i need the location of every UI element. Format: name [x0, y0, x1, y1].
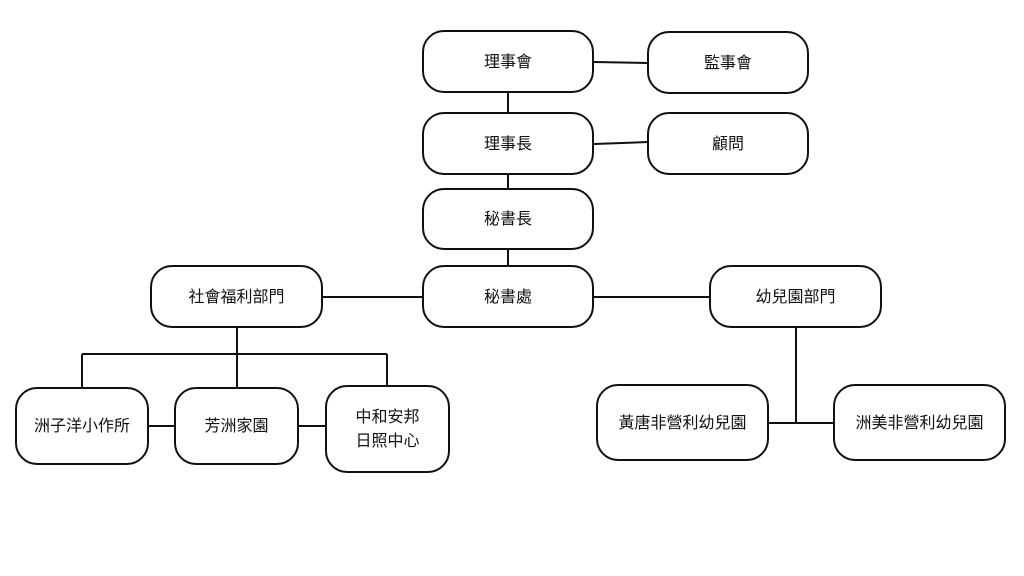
- board-box: 理事會: [422, 30, 594, 93]
- zhouzi-workshop-box: 洲子洋小作所: [15, 387, 149, 465]
- advisor-box: 顧問: [647, 112, 809, 175]
- zhonghe-daycare-box: 中和安邦 日照中心: [325, 385, 450, 473]
- huangtang-kindergarten-box: 黃唐非營利幼兒園: [596, 384, 769, 461]
- secretary-general-box: 秘書長: [422, 188, 594, 250]
- zhoumei-kindergarten-box: 洲美非營利幼兒園: [833, 384, 1006, 461]
- fangzhou-home-box: 芳洲家園: [174, 387, 299, 465]
- social-welfare-dept-box: 社會福利部門: [150, 265, 323, 328]
- chairman-box: 理事長: [422, 112, 594, 175]
- supervisors-box: 監事會: [647, 31, 809, 94]
- secretariat-box: 秘書處: [422, 265, 594, 328]
- kindergarten-dept-box: 幼兒園部門: [709, 265, 882, 328]
- line-board-supervisors: [593, 61, 649, 64]
- line-chairman-advisor: [593, 141, 649, 145]
